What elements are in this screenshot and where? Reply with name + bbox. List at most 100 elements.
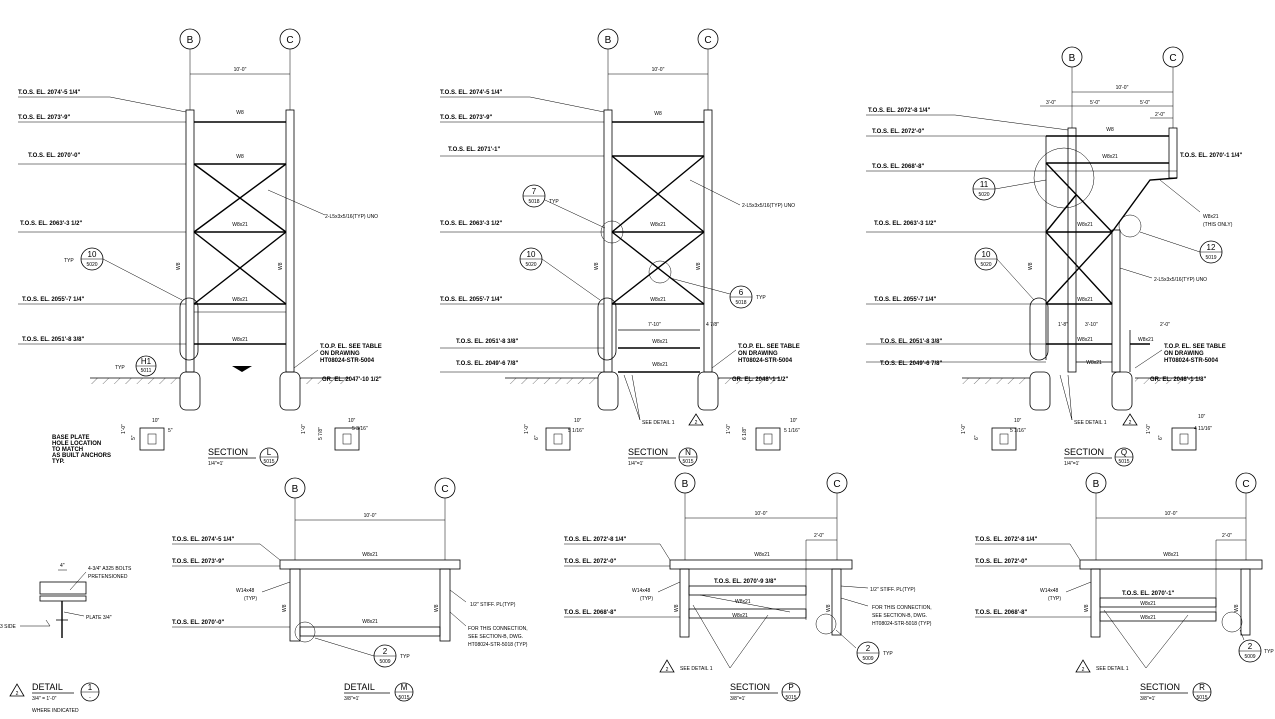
grid-bubble-b: B <box>674 472 696 494</box>
svg-text:FOR THIS CONNECTION,: FOR THIS CONNECTION, <box>468 626 528 632</box>
svg-text:5015: 5015 <box>263 459 274 465</box>
svg-text:W8x21: W8x21 <box>362 619 378 625</box>
svg-text:FOR THIS CONNECTION,: FOR THIS CONNECTION, <box>872 605 932 611</box>
grid-bubble-c: C <box>826 472 848 494</box>
svg-text:BASE PLATE: BASE PLATE <box>52 435 90 441</box>
svg-text:W8x21: W8x21 <box>1077 222 1093 228</box>
top-el-note: T.O.P. EL. SEE TABLE ON DRAWING HT08024-… <box>293 344 382 383</box>
grid-bubble-b: B <box>179 28 201 50</box>
svg-text:TYP: TYP <box>1264 649 1274 655</box>
svg-text:2: 2 <box>1129 420 1132 426</box>
section-p: B C 10'-0" 2'-0" W8x21 W8 W8 T.O.S. EL. … <box>564 472 932 702</box>
svg-text:C: C <box>1242 479 1249 490</box>
grid-bubble-c: C <box>1235 472 1257 494</box>
callout-2-5009: 2 5009 TYP <box>1221 611 1274 663</box>
svg-text:W8x21: W8x21 <box>1163 552 1179 558</box>
svg-text:T.O.S. EL. 2068'-8": T.O.S. EL. 2068'-8" <box>564 610 616 616</box>
svg-text:WHERE INDICATED: WHERE INDICATED <box>32 708 79 714</box>
svg-text:W8x21: W8x21 <box>652 362 668 368</box>
elevation-tags: T.O.S. EL. 2074'-5 1/4" T.O.S. EL. 2073'… <box>172 537 290 628</box>
svg-text:5020: 5020 <box>525 262 536 268</box>
svg-text:W8x21: W8x21 <box>1138 337 1154 343</box>
svg-text:T.O.S. EL. 2072'-8 1/4": T.O.S. EL. 2072'-8 1/4" <box>564 537 626 543</box>
svg-text:TYP: TYP <box>400 654 410 660</box>
svg-text:1'-0": 1'-0" <box>121 424 127 434</box>
svg-text:(TYP): (TYP) <box>244 596 257 602</box>
svg-text:C: C <box>286 35 293 46</box>
svg-text:T.O.P. EL. SEE TABLE: T.O.P. EL. SEE TABLE <box>320 344 382 350</box>
svg-text:B: B <box>1093 479 1100 490</box>
beam-label: W8x21 <box>232 297 248 303</box>
svg-text:2: 2 <box>866 644 871 653</box>
svg-text:(THIS ONLY): (THIS ONLY) <box>1203 222 1233 228</box>
svg-text:10'-0": 10'-0" <box>1165 511 1178 517</box>
detail-m: B C 10'-0" W8x21 W8 W8 W8x21 T.O.S. EL. … <box>172 477 528 702</box>
svg-text:5015: 5015 <box>682 459 693 465</box>
svg-text:W8: W8 <box>654 111 662 117</box>
beam-label: W8x21 <box>232 222 248 228</box>
svg-text:W8x21: W8x21 <box>1140 601 1156 607</box>
svg-text:T.O.S. EL. 2049'-6 7/8": T.O.S. EL. 2049'-6 7/8" <box>880 361 942 367</box>
svg-text:5015: 5015 <box>785 695 796 701</box>
column-b <box>603 109 613 373</box>
svg-text:T.O.S. EL. 2068'-8": T.O.S. EL. 2068'-8" <box>872 164 924 170</box>
svg-text:HT08024-STR-5018 (TYP): HT08024-STR-5018 (TYP) <box>872 621 932 627</box>
svg-text:10": 10" <box>574 418 582 424</box>
svg-text:W8: W8 <box>594 262 600 270</box>
svg-text:T.O.S. EL. 2051'-8 3/8": T.O.S. EL. 2051'-8 3/8" <box>456 339 518 345</box>
svg-text:10": 10" <box>152 418 160 424</box>
callout-2-5009: 2 5009 TYP <box>815 613 893 665</box>
svg-text:W8: W8 <box>1106 127 1114 133</box>
svg-text:T.O.S. EL. 2049'-6 7/8": T.O.S. EL. 2049'-6 7/8" <box>456 361 518 367</box>
svg-text:W8x21: W8x21 <box>650 297 666 303</box>
section-title-p: SECTION 3/8"=1' P 5015 <box>730 682 801 702</box>
svg-text:W14x48: W14x48 <box>632 588 651 594</box>
callout-h1-5011: TYP H1 5011 <box>115 355 252 377</box>
section-title-n: SECTION 1/4"=1' N 5015 <box>628 447 698 467</box>
svg-text:TYP.: TYP. <box>52 459 65 465</box>
see-detail-note: SEE DETAIL 1 2 <box>1059 374 1138 426</box>
svg-text:P: P <box>788 683 793 692</box>
svg-text:W8: W8 <box>1234 604 1240 612</box>
svg-text:B: B <box>1069 53 1076 64</box>
elevation-tags: T.O.S. EL. 2074'-5 1/4" T.O.S. EL. 2073'… <box>440 90 605 373</box>
svg-text:SEE DETAIL 1: SEE DETAIL 1 <box>1096 666 1129 672</box>
svg-text:1/4"=1': 1/4"=1' <box>1064 461 1079 467</box>
svg-text:M: M <box>401 683 408 692</box>
svg-text:11: 11 <box>980 180 989 189</box>
svg-text:3/4" = 1'-0": 3/4" = 1'-0" <box>32 696 57 702</box>
svg-text:SEE SECTION-B, DWG.: SEE SECTION-B, DWG. <box>872 613 927 619</box>
svg-text:(TYP): (TYP) <box>1048 596 1061 602</box>
detail-1: 4" 4-3/4" A325 BOLTS PRETENSIONED PLATE … <box>0 563 132 714</box>
column-label: W8 <box>176 262 182 270</box>
svg-text:W8x21: W8x21 <box>1086 360 1102 366</box>
svg-text:T.O.S. EL. 2071'-1": T.O.S. EL. 2071'-1" <box>448 147 500 153</box>
svg-text:T.O.P. EL. SEE TABLE: T.O.P. EL. SEE TABLE <box>738 344 800 350</box>
elevation-tags: T.O.S. EL. 2074'-5 1/4" T.O.S. EL. 2073'… <box>18 90 187 345</box>
callout-2-5009: 2 5009 TYP <box>294 621 410 668</box>
section-r: B C 10'-0" 2'-0" W8x21 W8 W8 T.O.S. EL. … <box>975 472 1274 702</box>
svg-text:2'-0": 2'-0" <box>1160 322 1170 328</box>
svg-text:2'-0": 2'-0" <box>814 533 824 539</box>
svg-text:4 11/16": 4 11/16" <box>1194 426 1212 432</box>
column-c <box>703 109 713 373</box>
svg-text:1/4"=1': 1/4"=1' <box>628 461 643 467</box>
grid-bubble-c: C <box>279 28 301 50</box>
svg-text:W14x48: W14x48 <box>1040 588 1059 594</box>
svg-text:W8x21: W8x21 <box>652 339 668 345</box>
svg-text:T.O.S. EL. 2074'-5 1/4": T.O.S. EL. 2074'-5 1/4" <box>440 90 502 96</box>
svg-text:T.O.P. EL. SEE TABLE: T.O.P. EL. SEE TABLE <box>1164 344 1226 350</box>
svg-text:W8x21: W8x21 <box>754 552 770 558</box>
callout-11-5020: 11 5020 <box>972 147 1095 209</box>
elevation-tags: T.O.S. EL. 2072'-8 1/4" T.O.S. EL. 2072'… <box>564 537 680 618</box>
svg-text:SECTION: SECTION <box>1064 447 1104 457</box>
svg-text:T.O.S. EL. 2070'-1 1/4": T.O.S. EL. 2070'-1 1/4" <box>1180 153 1242 159</box>
section-q: B C 10'-0" 3'-0" 5'-0" 5'-0" 2'-0" W8 W8… <box>866 46 1242 467</box>
svg-text:1/2" STIFF. PL(TYP): 1/2" STIFF. PL(TYP) <box>470 602 516 608</box>
svg-text:B: B <box>682 479 689 490</box>
base-plate-detail: 1'-0" 6" 10" 4 11/16" <box>1146 414 1212 451</box>
svg-text:T.O.S. EL. 2070'-0": T.O.S. EL. 2070'-0" <box>172 620 224 626</box>
svg-text:10": 10" <box>1014 418 1022 424</box>
svg-text:6 1/8": 6 1/8" <box>742 427 748 440</box>
dimension-text: 10'-0" <box>652 67 665 73</box>
